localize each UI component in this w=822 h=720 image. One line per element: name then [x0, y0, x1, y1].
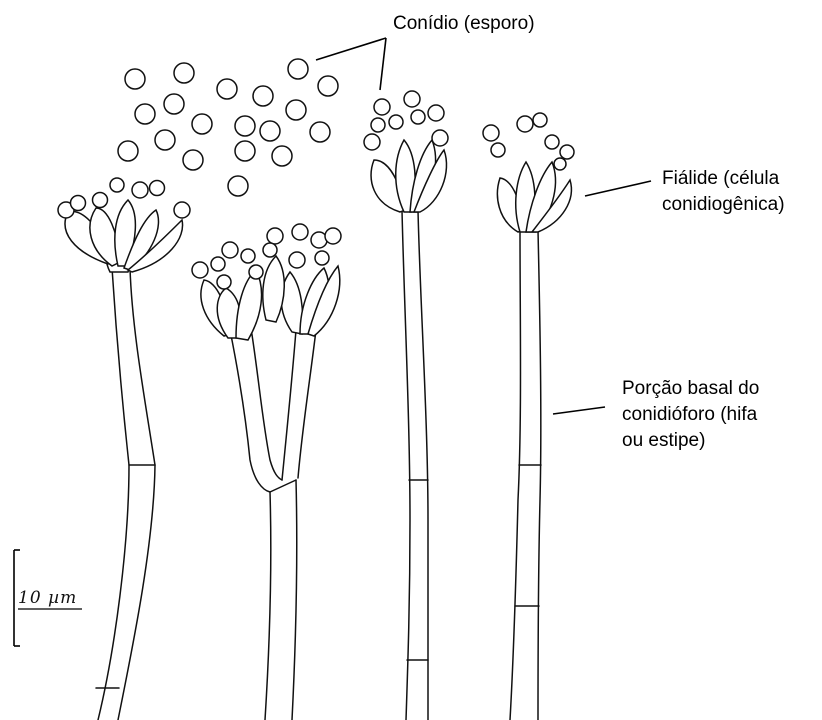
conidium-leader [316, 38, 386, 60]
phialide [236, 270, 262, 340]
conidiophore-4 [483, 113, 574, 720]
spore [125, 69, 145, 89]
spore [174, 63, 194, 83]
phialide-label-line2: conidiogênica) [662, 193, 785, 217]
spore [192, 114, 212, 134]
spore [228, 176, 248, 196]
conidium [491, 143, 505, 157]
conidium [374, 99, 390, 115]
conidium [560, 145, 574, 159]
conidium [292, 224, 308, 240]
conidium [533, 113, 547, 127]
phialide-label-line1: Fiálide (célula [662, 167, 779, 191]
conidiophore-label-line2: conidióforo (hifa [622, 403, 757, 427]
spore [135, 104, 155, 124]
spore [288, 59, 308, 79]
conidium [110, 178, 124, 192]
spore [286, 100, 306, 120]
branch [298, 330, 316, 478]
conidium [71, 196, 86, 211]
spore [318, 76, 338, 96]
branch [282, 330, 296, 480]
phialide-leader [585, 181, 651, 196]
phialide [263, 256, 284, 322]
conidium [289, 252, 305, 268]
conidium [263, 243, 277, 257]
conidium [267, 228, 283, 244]
conidium [432, 130, 448, 146]
conidiophore-2 [192, 224, 341, 720]
conidium [517, 116, 533, 132]
spore [260, 121, 280, 141]
conidium [241, 249, 255, 263]
conidium [411, 110, 425, 124]
stipe [98, 268, 129, 720]
annotation-leaders [316, 38, 651, 414]
conidium [371, 118, 385, 132]
stipe [265, 492, 271, 720]
loose-conidia [118, 59, 338, 196]
conidium [174, 202, 190, 218]
conidium [404, 91, 420, 107]
conidium [325, 228, 341, 244]
conidium [364, 134, 380, 150]
spore [155, 130, 175, 150]
conidium [211, 257, 225, 271]
conidium [483, 125, 499, 141]
conidium [315, 251, 329, 265]
conidium [545, 135, 559, 149]
spore [183, 150, 203, 170]
spore [217, 79, 237, 99]
conidium-leader [380, 38, 386, 90]
conidiophore-label-line1: Porção basal do [622, 377, 759, 401]
conidiophore-label-line3: ou estipe) [622, 429, 705, 453]
branch [230, 330, 270, 492]
conidium-label: Conídio (esporo) [393, 12, 535, 36]
spore [253, 86, 273, 106]
branch [250, 322, 282, 480]
stipe [510, 230, 521, 720]
stipe [292, 480, 297, 720]
spore [310, 122, 330, 142]
conidium [217, 275, 231, 289]
stipe [402, 210, 410, 720]
conidium [132, 182, 148, 198]
conidium [554, 158, 566, 170]
conidium [150, 181, 165, 196]
septum [270, 480, 296, 492]
scale-bar-label: 10 µm [18, 588, 77, 608]
conidium [93, 193, 108, 208]
spore [235, 116, 255, 136]
conidium [428, 105, 444, 121]
conidium [192, 262, 208, 278]
spore [235, 141, 255, 161]
conidium [249, 265, 263, 279]
conidiophore-leader [553, 407, 605, 414]
conidium [222, 242, 238, 258]
spore [164, 94, 184, 114]
stipe [118, 268, 155, 720]
spore [272, 146, 292, 166]
spore [118, 141, 138, 161]
conidiophore-3 [364, 91, 448, 720]
conidiophore-1 [58, 178, 190, 720]
stipe [418, 210, 428, 720]
stipe [538, 230, 541, 720]
conidium [389, 115, 403, 129]
